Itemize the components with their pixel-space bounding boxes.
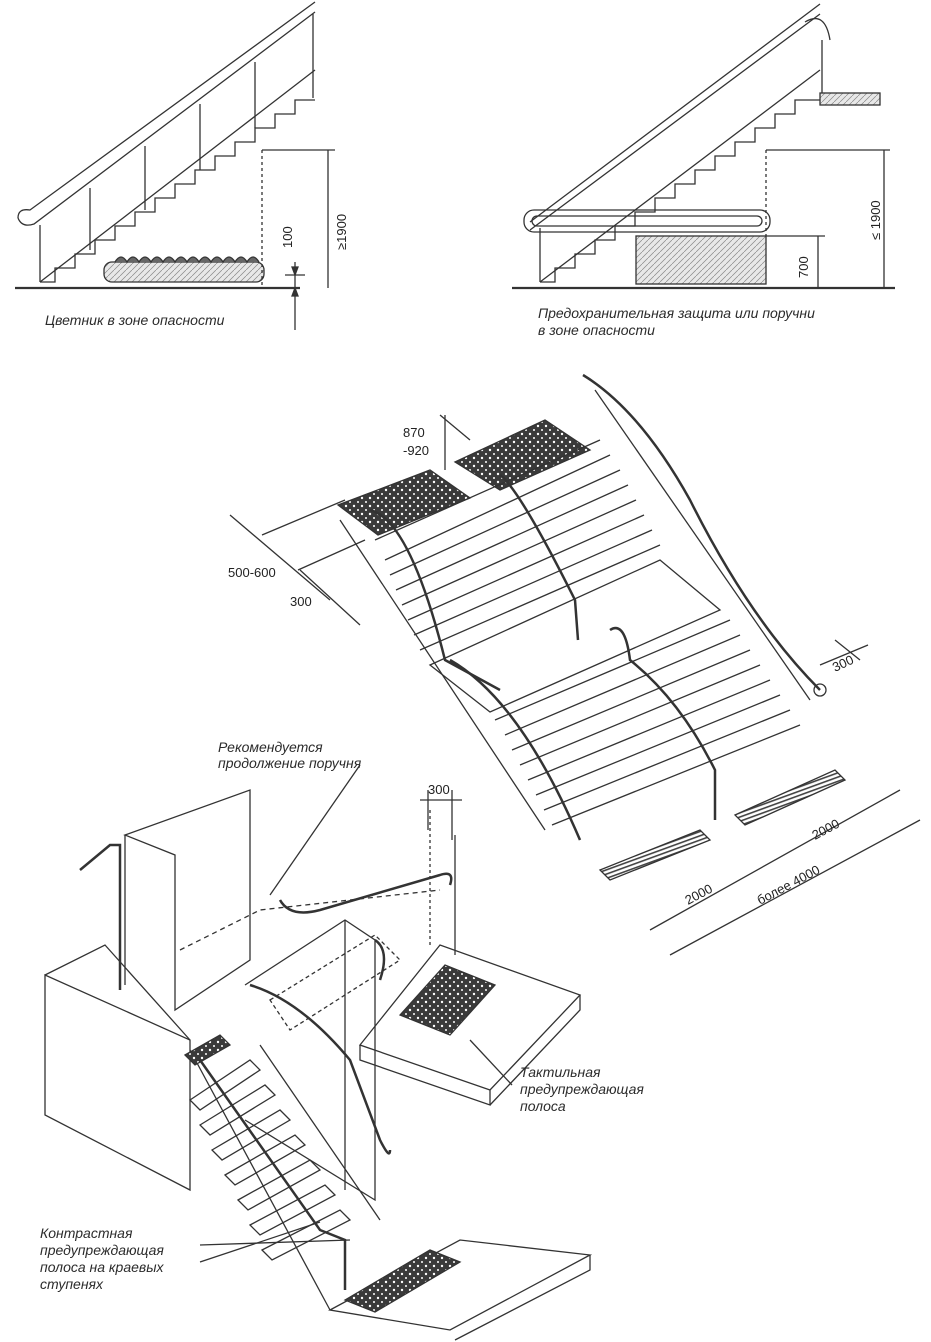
contrast-line2: предупреждающая xyxy=(40,1242,164,1258)
stair-flight-upper xyxy=(374,439,661,651)
tactile-line2: предупреждающая xyxy=(520,1081,644,1097)
top-left-diagram xyxy=(15,1,335,330)
flower-bed xyxy=(103,261,265,283)
contrast-strip-b xyxy=(733,769,847,826)
dim-more-4000: более 4000 xyxy=(754,862,822,908)
top-right-diagram xyxy=(512,3,895,290)
stair-profile-right xyxy=(540,99,820,283)
caption-flowerbed: Цветник в зоне опасности xyxy=(45,312,225,328)
dim-2000-b: 2000 xyxy=(809,816,842,843)
tactile-pad-top-right xyxy=(453,419,592,491)
central-handrail xyxy=(249,983,392,1155)
center-handrail-lower xyxy=(449,658,582,841)
continued-handrail xyxy=(278,872,453,914)
dim-870-a: 870 xyxy=(403,425,425,440)
middle-diagram xyxy=(229,373,921,956)
tactile-line3: полоса xyxy=(520,1098,566,1114)
tactile-pad-bottom xyxy=(343,1249,462,1313)
recommend-line2: продолжение поручня xyxy=(218,755,362,771)
caption-guard-line2: в зоне опасности xyxy=(538,322,655,338)
stair-flight-lower xyxy=(494,619,801,826)
guard-rail xyxy=(523,209,771,233)
tactile-line1: Тактильная xyxy=(520,1064,601,1080)
dim-300-bottom: 300 xyxy=(428,782,450,797)
contrast-line4: ступенях xyxy=(40,1276,104,1292)
contrast-line1: Контрастная xyxy=(40,1225,133,1241)
contrast-pad-left xyxy=(183,1034,232,1066)
dim-300-right: 300 xyxy=(830,652,856,675)
caption-guard-line1: Предохранительная защита или поручни xyxy=(538,305,815,321)
left-wall xyxy=(44,973,191,1192)
dim-2000-a: 2000 xyxy=(682,881,715,908)
wall-handrail xyxy=(582,373,821,691)
contrast-line3: полоса на краевых xyxy=(40,1259,164,1275)
protective-block xyxy=(635,235,767,285)
contrast-strip-a xyxy=(598,829,712,881)
dim-700-label: 700 xyxy=(796,256,811,278)
left-handrail xyxy=(79,843,122,990)
stair-profile xyxy=(40,99,315,283)
tactile-pad-landing xyxy=(398,964,497,1036)
dim-300-left: 300 xyxy=(290,594,312,609)
back-panel xyxy=(123,789,251,1012)
center-handrail-upper xyxy=(369,508,501,692)
handrail xyxy=(17,11,316,226)
dim-1900-label-right: ≤ 1900 xyxy=(868,200,883,240)
dim-100-label: 100 xyxy=(280,226,295,248)
dim-500-600: 500-600 xyxy=(228,565,276,580)
top-landing xyxy=(819,92,881,106)
central-column xyxy=(244,919,376,1202)
recommend-line1: Рекомендуется xyxy=(218,739,323,755)
handrail-right xyxy=(529,13,821,231)
tactile-pad-top-left xyxy=(336,469,472,536)
lower-landing xyxy=(328,1239,593,1331)
bottom-diagram xyxy=(44,764,593,1341)
dim-1900-label-left: ≥1900 xyxy=(334,214,349,250)
dim-870-b: -920 xyxy=(403,443,429,458)
